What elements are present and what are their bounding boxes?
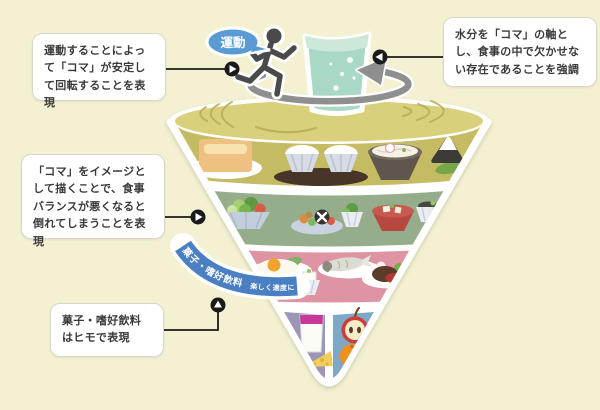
arrow-dot-right-icon: [190, 209, 206, 225]
callout-exercise: 運動することによって「コマ」が安定して回転することを表現: [32, 33, 166, 109]
water-glass-icon: [302, 31, 372, 116]
spinning-top: [166, 96, 492, 387]
running-person-icon: [232, 25, 300, 100]
callout-snacks: 菓子・嗜好飲料はヒモで表現: [50, 303, 164, 357]
udon-bowl-icon: [368, 142, 422, 180]
salad-bowl-icon: [222, 197, 270, 229]
callout-water-text: 水分を「コマ」の軸とし、食事の中で欠かせない存在であることを強調: [455, 29, 580, 76]
spin-ripple-marks: [199, 100, 445, 134]
connector-snacks: [163, 307, 219, 331]
rice-bowls-tray-icon: [274, 145, 368, 186]
stirfry-plate-icon: [291, 209, 343, 235]
miso-soup-bowl-icon: [372, 203, 414, 231]
exercise-bubble: 運動: [205, 26, 271, 58]
arrow-dot-left-icon: [372, 49, 388, 65]
callout-water: 水分を「コマ」の軸とし、食事の中で欠かせない存在であることを強調: [443, 17, 597, 87]
arrow-dots: [190, 49, 388, 313]
apple-icon: [341, 306, 369, 344]
milk-glass-icon: [299, 314, 324, 353]
callout-spinning-text: 「コマ」をイメージとして描くことで、食事バランスが悪くなると倒れてしまうことを表…: [33, 166, 146, 248]
top-face: [175, 100, 483, 142]
ribbon-sublabel: 楽しく適度に: [249, 281, 295, 292]
rotation-arrow-icon: [244, 56, 414, 107]
toast-plate-icon: [190, 139, 262, 179]
exercise-bubble-label: 運動: [220, 35, 245, 50]
callout-exercise-text: 運動することによって「コマ」が安定して回転することを表現: [44, 45, 146, 110]
grilled-fish-plate-icon: [318, 254, 380, 279]
callout-snacks-text: 菓子・嗜好飲料はヒモで表現: [62, 315, 142, 345]
arrow-dot-up-icon: [210, 297, 226, 313]
callout-spinning: 「コマ」をイメージとして描くことで、食事バランスが悪くなると倒れてしまうことを表…: [21, 154, 165, 248]
vegetable-cup-icon: [341, 203, 363, 227]
arrow-dot-right-icon: [224, 61, 240, 77]
